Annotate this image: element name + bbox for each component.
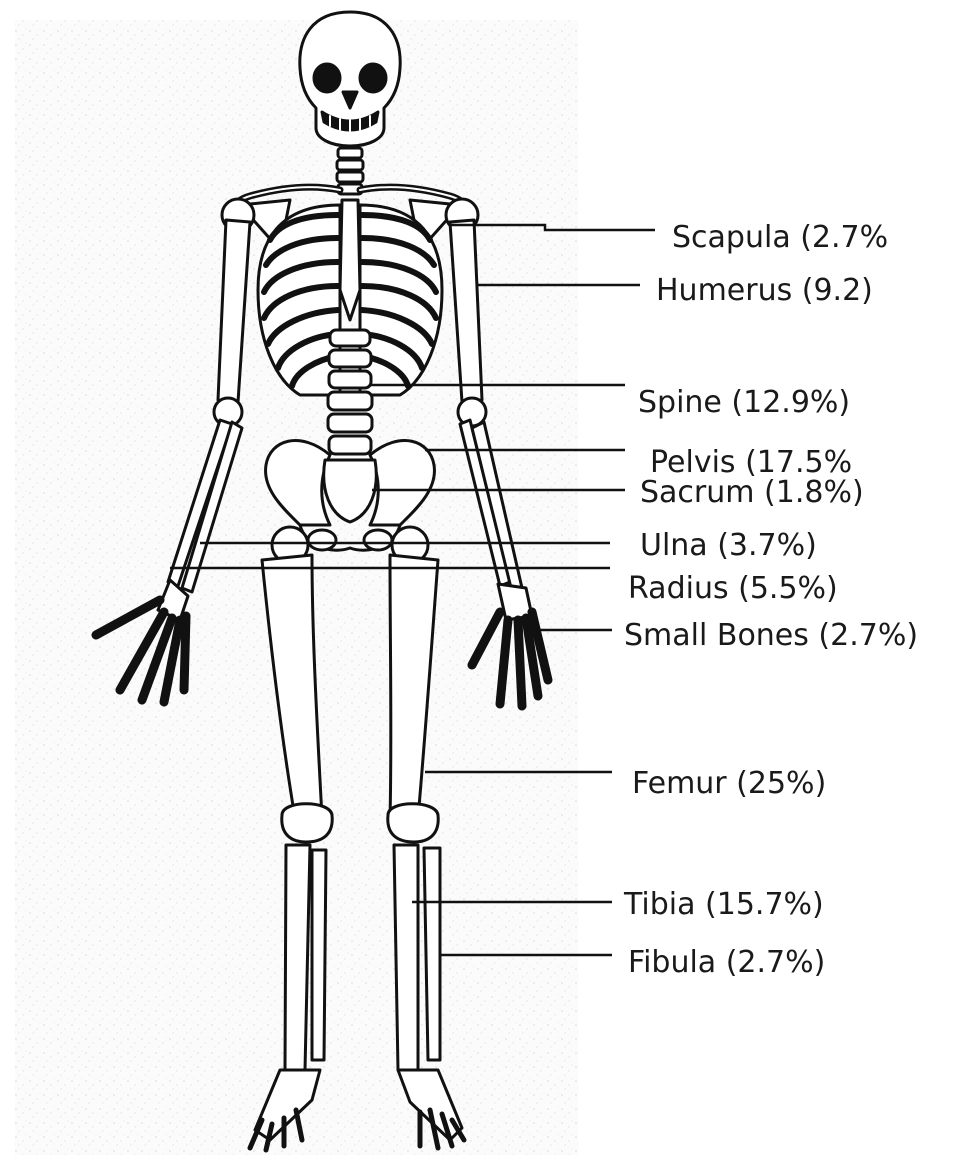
skull: [300, 12, 400, 146]
label-scapula: Scapula (2.7%: [672, 220, 888, 255]
label-spine: Spine (12.9%): [638, 385, 850, 420]
label-humerus: Humerus (9.2): [656, 273, 873, 308]
label-sacrum: Sacrum (1.8%): [640, 475, 864, 510]
label-radius: Radius (5.5%): [628, 571, 838, 606]
sternum: [340, 200, 360, 320]
label-ulna: Ulna (3.7%): [640, 528, 817, 563]
bone-labels: Scapula (2.7% Humerus (9.2) Spine (12.9%…: [623, 220, 918, 980]
label-fibula: Fibula (2.7%): [628, 945, 825, 980]
lumbar-spine: [328, 330, 372, 454]
label-small-bones: Small Bones (2.7%): [624, 618, 918, 653]
label-femur: Femur (25%): [632, 766, 826, 801]
label-tibia: Tibia (15.7%): [623, 887, 824, 922]
